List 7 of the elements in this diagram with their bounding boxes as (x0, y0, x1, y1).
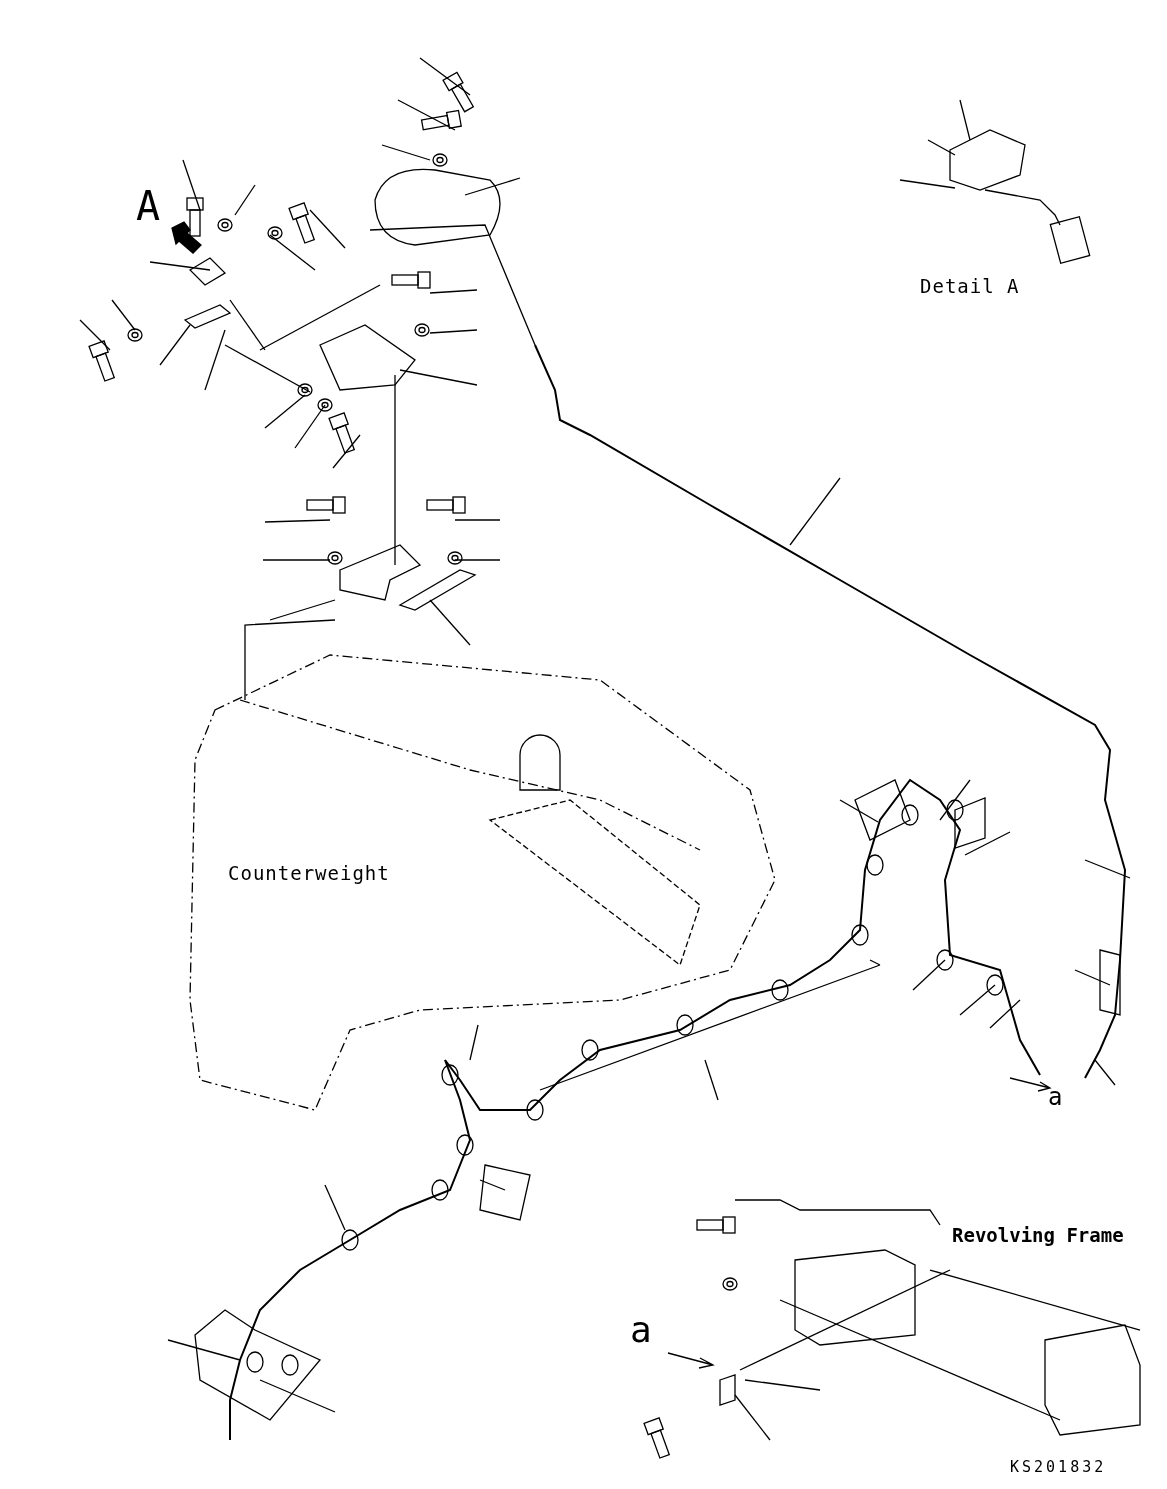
detail-caption: Detail A (920, 277, 1020, 296)
drawing-number: KS201832 (1010, 1460, 1107, 1475)
view-letter: A (136, 186, 161, 226)
part-caption: Counterweight (228, 864, 390, 883)
view-letter: a (630, 1312, 652, 1348)
view-letter: a (1048, 1085, 1063, 1109)
part-caption: Revolving Frame (952, 1226, 1124, 1245)
